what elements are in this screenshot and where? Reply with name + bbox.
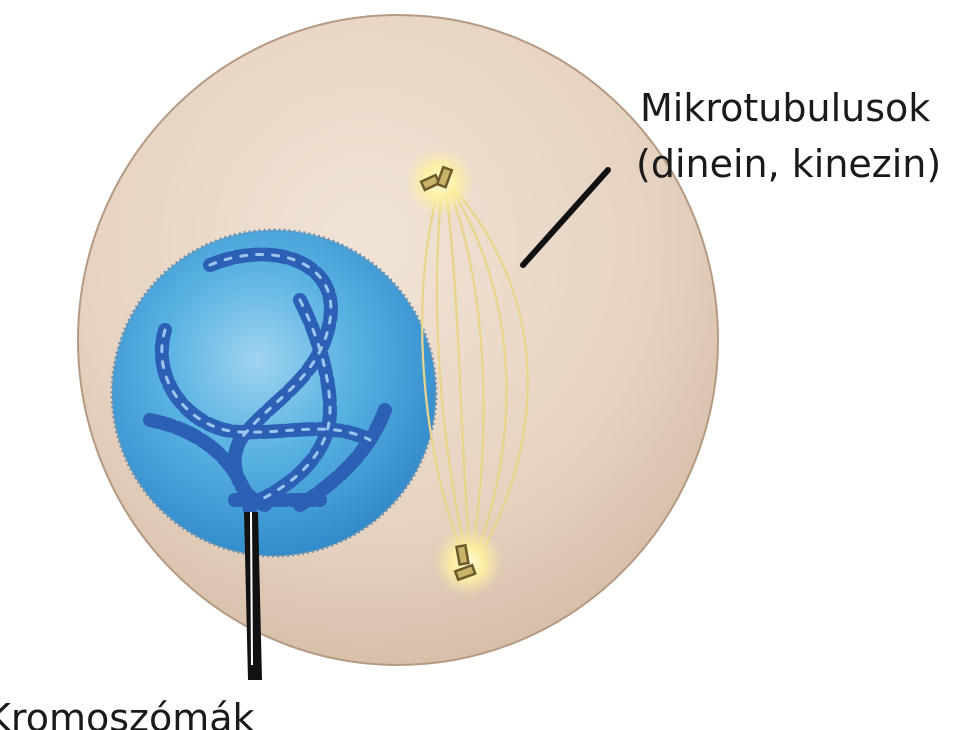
chromosome-pointer-line bbox=[251, 512, 252, 665]
centrosome-icon bbox=[406, 148, 474, 216]
centrosome-icon bbox=[434, 528, 502, 596]
microtubules-label: Mikrotubulusok bbox=[640, 86, 930, 130]
microtubules-detail-label: (dinein, kinezin) bbox=[636, 142, 941, 186]
cell-nucleus bbox=[112, 230, 436, 556]
chromosomes-label: Kromoszómák bbox=[0, 696, 255, 730]
